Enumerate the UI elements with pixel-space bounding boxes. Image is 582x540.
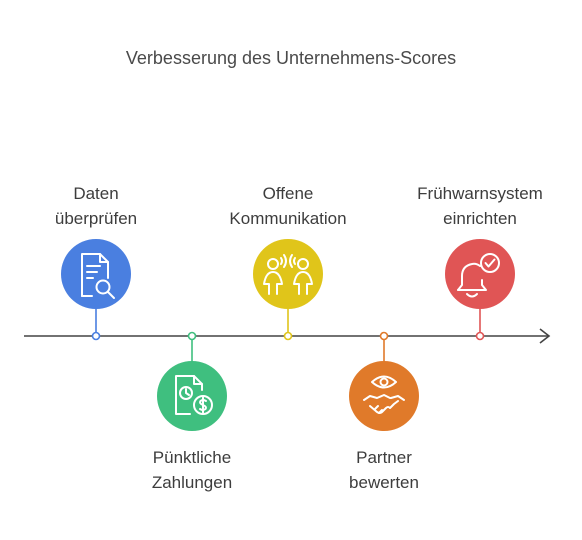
step-label-partner-bewerten: Partner bewerten: [349, 448, 419, 492]
timeline-marker: [475, 331, 485, 341]
step-puenktliche-zahlungen: [157, 331, 227, 431]
clock-dollar-document-icon: [175, 375, 213, 415]
step-circle: [61, 239, 131, 309]
step-daten-ueberpruefen: [61, 239, 131, 341]
step-offene-kommunikation: [253, 239, 323, 341]
timeline-marker: [283, 331, 293, 341]
step-label-fruehwarnsystem-einrichten: Frühwarnsystem einrichten: [417, 184, 543, 228]
step-fruehwarnsystem-einrichten: [445, 239, 515, 341]
timeline-marker: [187, 331, 197, 341]
eye-handshake-icon: [363, 375, 405, 414]
step-label-offene-kommunikation: Offene Kommunikation: [229, 184, 347, 228]
timeline-arrowhead: [539, 328, 551, 344]
diagram-title: Verbesserung des Unternehmens-Scores: [125, 48, 457, 68]
step-circle: [253, 239, 323, 309]
bell-check-icon: [457, 253, 500, 298]
document-search-icon: [81, 253, 115, 299]
step-circle: [445, 239, 515, 309]
timeline-marker: [91, 331, 101, 341]
step-label-puenktliche-zahlungen: Pünktliche Zahlungen: [151, 448, 233, 492]
step-partner-bewerten: [349, 331, 419, 431]
people-talking-icon: [263, 254, 313, 295]
step-label-daten-ueberpruefen: Daten überprüfen: [54, 184, 138, 228]
timeline-marker: [379, 331, 389, 341]
